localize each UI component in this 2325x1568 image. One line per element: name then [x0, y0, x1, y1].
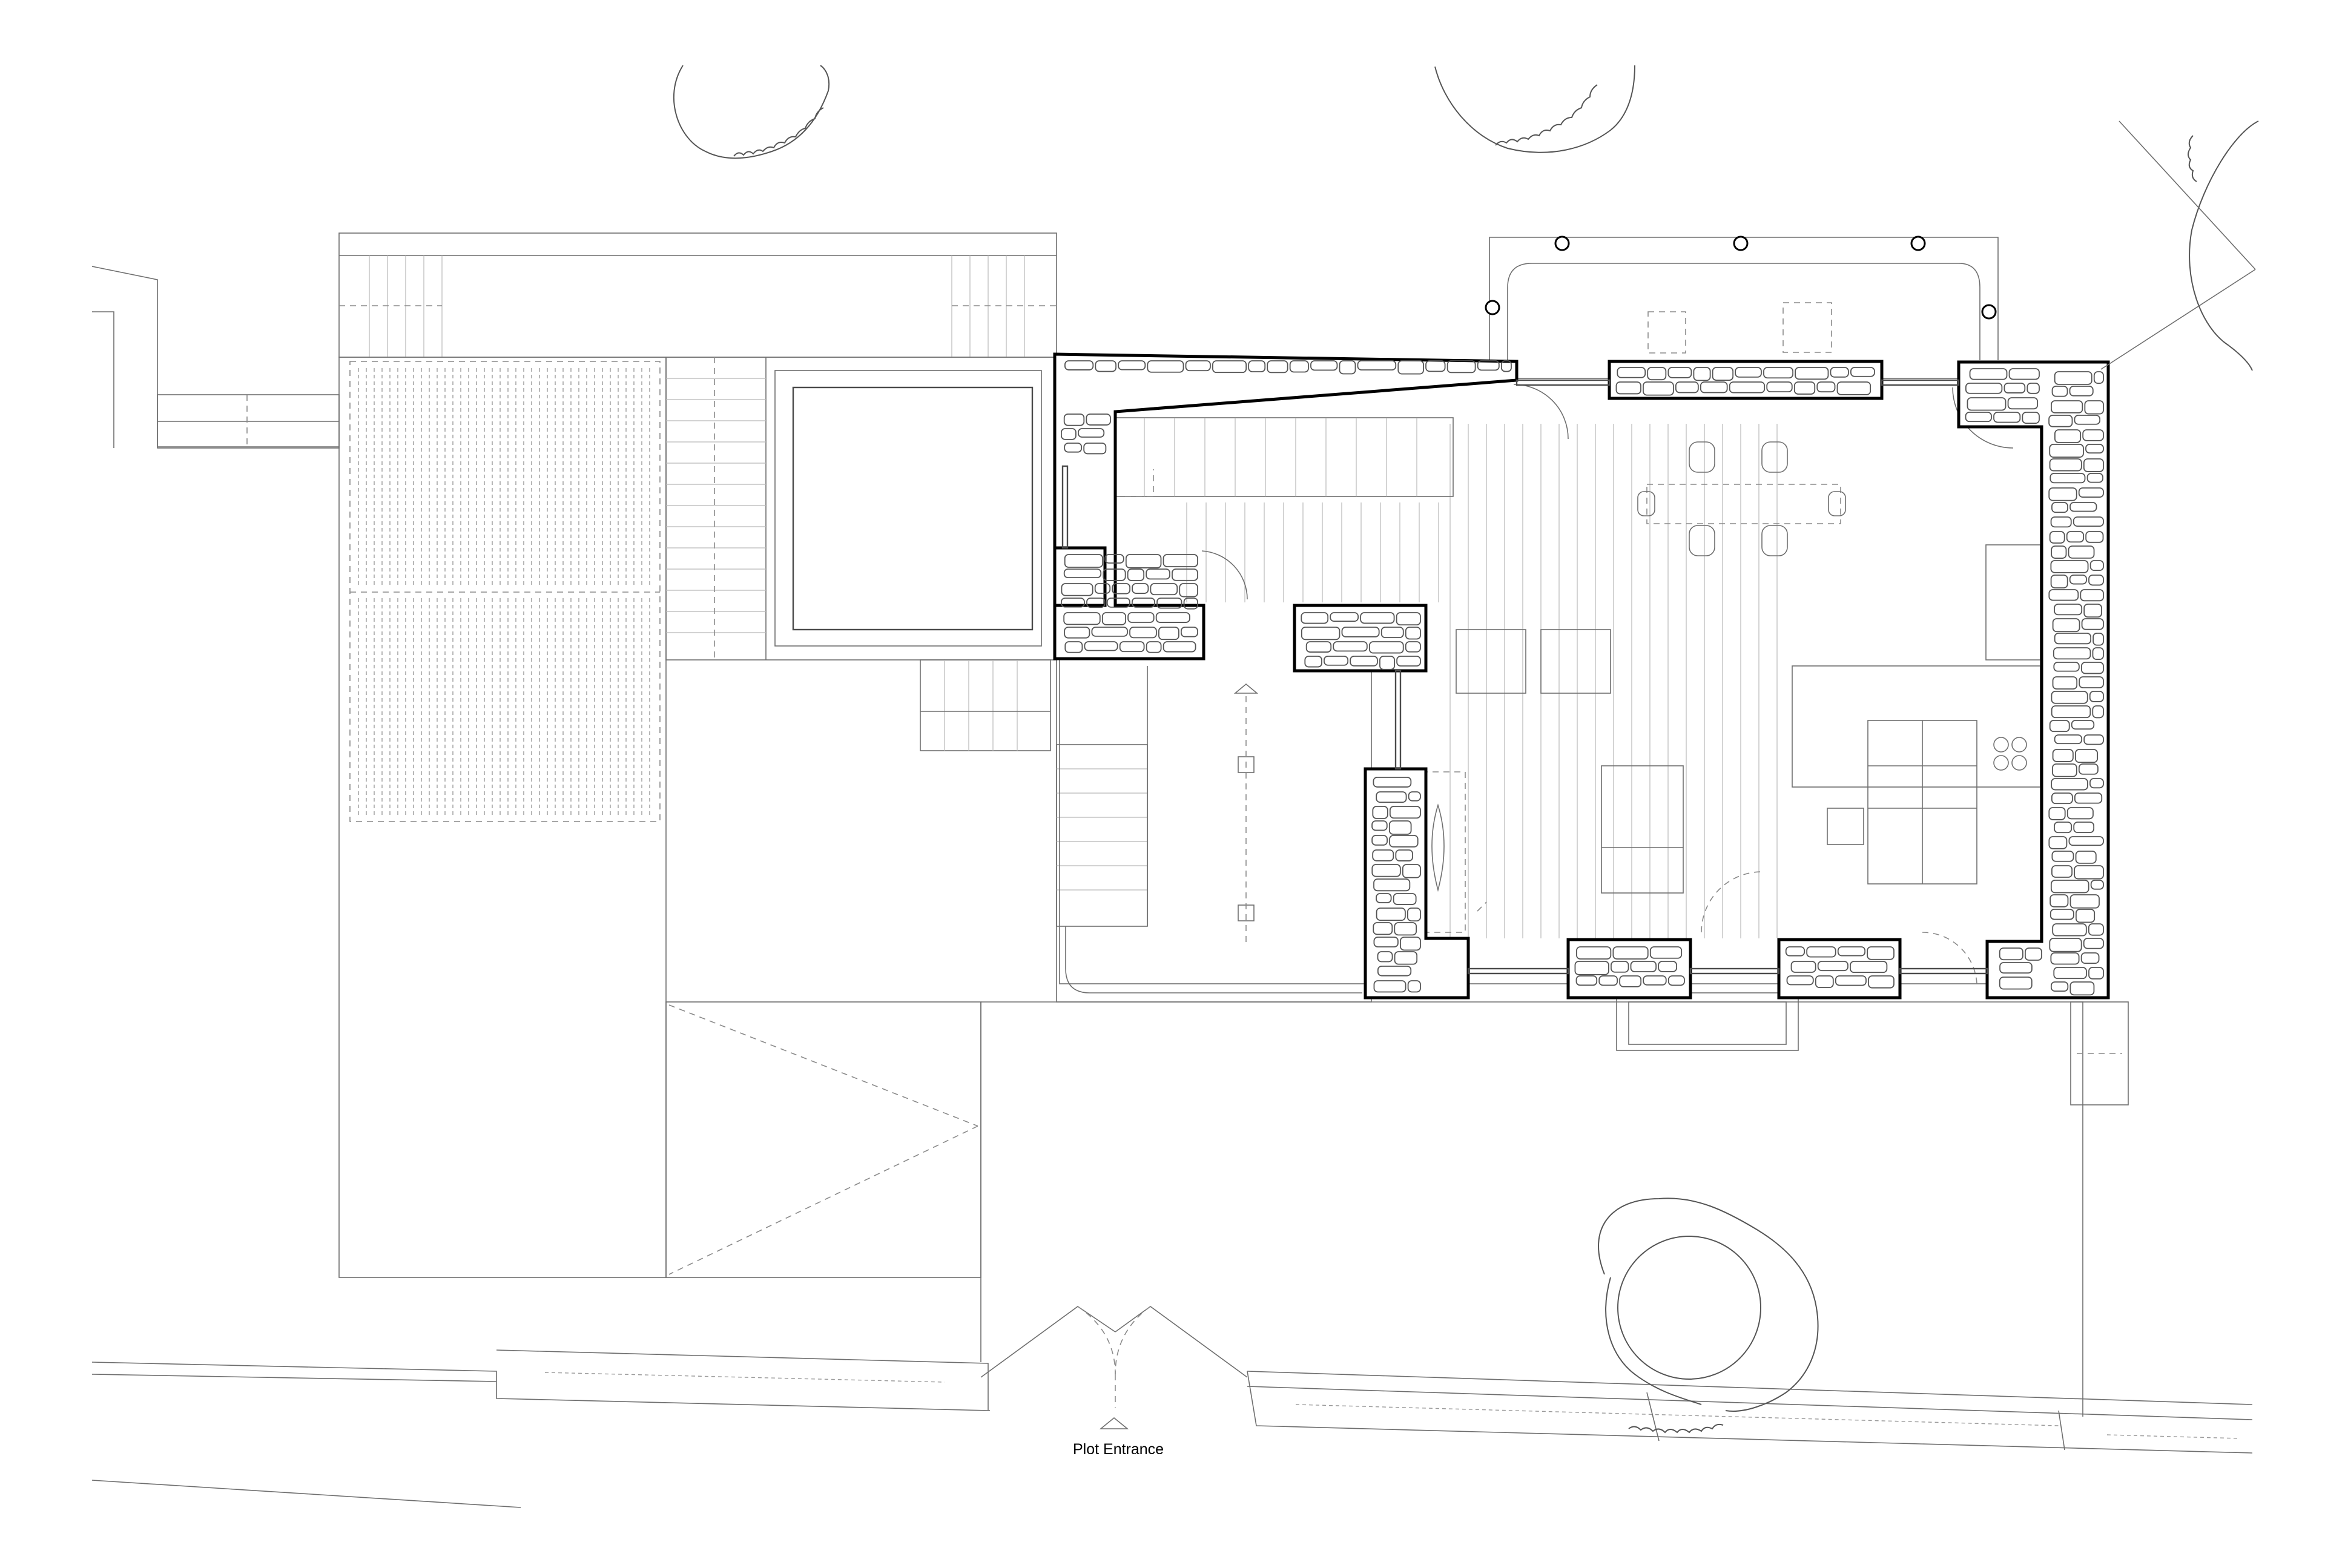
pergola — [1485, 236, 1999, 360]
tree-canopies — [673, 65, 2259, 371]
plot-entrance-label: Plot Entrance — [1073, 1441, 1164, 1458]
site-boundary — [91, 120, 2256, 1508]
left-outbuildings — [91, 232, 1057, 1278]
house-interior — [1059, 378, 2041, 1051]
courtyard — [1056, 660, 1372, 1003]
stone-walls — [1053, 352, 2110, 1000]
